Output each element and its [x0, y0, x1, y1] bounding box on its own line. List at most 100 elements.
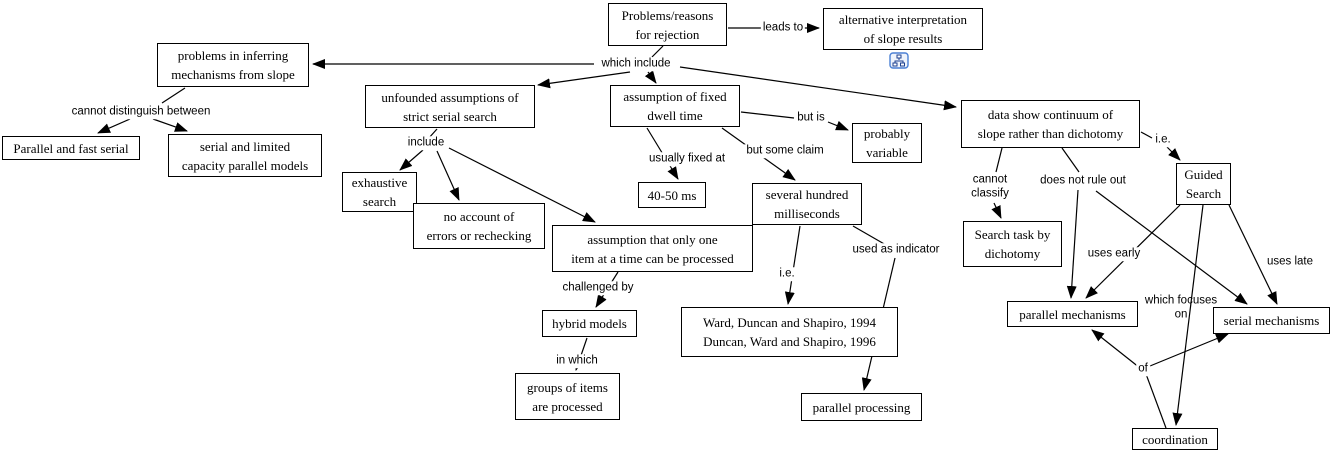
link-label-usually-fixed-at[interactable]: usually fixed at — [646, 152, 728, 166]
link-label-cannot-classify-text: cannot — [972, 173, 1008, 186]
node-forty-fifty-ms-text: 40-50 ms — [647, 187, 697, 203]
link-label-of[interactable]: of — [1136, 362, 1150, 376]
node-hybrid-models-text: hybrid models — [552, 316, 627, 331]
edge-line — [1140, 131, 1153, 139]
edge-line — [436, 150, 460, 201]
node-parallel-mechanisms[interactable]: parallel mechanisms — [1007, 301, 1138, 327]
node-search-task-by-dichotomy-text: Search task by — [974, 227, 1051, 242]
node-serial-mechanisms-text: serial mechanisms — [1223, 313, 1320, 328]
edge-line — [1145, 373, 1167, 429]
node-groups-of-items-text: are processed — [532, 398, 603, 414]
edge-line — [1166, 146, 1181, 161]
link-label-leads-to-text: leads to — [762, 21, 804, 34]
link-label-cannot-distinguish-text: cannot distinguish between — [71, 105, 211, 118]
link-label-include[interactable]: include — [405, 136, 447, 150]
link-label-cannot-distinguish[interactable]: cannot distinguish between — [69, 105, 213, 119]
node-parallel-processing[interactable]: parallel processing — [801, 393, 922, 421]
node-alternative-interpretation-text: of slope results — [863, 31, 943, 46]
edge-line — [740, 111, 795, 119]
linked-submap-icon[interactable] — [889, 52, 909, 69]
node-unfounded-assumptions-text: strict serial search — [403, 108, 497, 124]
edge-line — [399, 149, 424, 171]
edge-line — [448, 147, 596, 223]
node-no-account-of-errors-text: errors or rechecking — [426, 228, 532, 243]
node-several-hundred-ms[interactable]: several hundred milliseconds — [752, 183, 862, 225]
node-data-show-continuum-text: data show continuum of — [987, 107, 1114, 122]
link-label-uses-late[interactable]: uses late — [1264, 255, 1316, 269]
node-exhaustive-search-text: search — [362, 194, 397, 209]
link-label-uses-early-text: uses early — [1087, 247, 1141, 260]
link-label-ie-ward-text: i.e. — [779, 267, 795, 280]
node-assumption-fixed-dwell-text: dwell time — [647, 108, 703, 123]
edge-line — [827, 120, 849, 131]
link-label-which-include-text: which include — [601, 57, 671, 70]
node-problems-in-inferring-text: problems in inferring — [177, 48, 289, 63]
node-serial-and-limited-text: capacity parallel models — [181, 157, 309, 173]
node-ward-duncan-refs-text: Duncan, Ward and Shapiro, 1996 — [703, 334, 876, 349]
node-groups-of-items-text: groups of items — [527, 379, 608, 395]
node-problems-in-inferring-text: mechanisms from slope — [171, 67, 295, 82]
node-guided-search-text: Guided — [1184, 167, 1223, 182]
link-label-leads-to[interactable]: leads to — [760, 21, 806, 35]
node-data-show-continuum[interactable]: data show continuum of slope rather than … — [961, 100, 1140, 148]
link-label-but-is-text: but is — [797, 111, 825, 124]
node-parallel-processing-text: parallel processing — [812, 399, 911, 415]
edge-line — [97, 118, 131, 134]
link-label-uses-early[interactable]: uses early — [1085, 247, 1143, 261]
edge-line — [644, 70, 657, 84]
link-label-used-as-indicator[interactable]: used as indicator — [850, 243, 942, 257]
node-assumption-only-one-item-text: item at a time can be processed — [571, 250, 734, 266]
edge-line — [1172, 204, 1204, 426]
link-label-in-which[interactable]: in which — [554, 354, 600, 368]
link-label-ie-ward[interactable]: i.e. — [777, 267, 797, 281]
edge-line — [161, 87, 186, 104]
edge-line — [1091, 329, 1141, 369]
node-alternative-interpretation-text: alternative interpretation — [838, 12, 968, 27]
link-label-ie-guided[interactable]: i.e. — [1153, 133, 1173, 147]
link-label-but-is[interactable]: but is — [795, 111, 827, 125]
node-several-hundred-ms-text: several hundred — [765, 187, 849, 202]
link-label-challenged-by-text: challenged by — [562, 281, 634, 294]
edge-line — [852, 225, 887, 246]
node-hybrid-models[interactable]: hybrid models — [542, 310, 637, 337]
node-several-hundred-ms-text: milliseconds — [774, 206, 840, 221]
edge-line — [537, 71, 631, 89]
node-parallel-and-fast-serial[interactable]: Parallel and fast serial — [2, 136, 140, 160]
edge-line — [995, 147, 1003, 173]
node-data-show-continuum-text: slope rather than dichotomy — [977, 126, 1124, 141]
node-coordination-text: coordination — [1142, 431, 1208, 447]
node-problems-in-inferring[interactable]: problems in inferring mechanisms from slo… — [157, 43, 309, 87]
edge-line — [1095, 190, 1248, 305]
link-label-does-not-rule-out[interactable]: does not rule out — [1038, 174, 1128, 188]
node-serial-mechanisms[interactable]: serial mechanisms — [1213, 307, 1330, 334]
node-groups-of-items[interactable]: groups of items are processed — [515, 373, 620, 420]
node-alternative-interpretation[interactable]: alternative interpretation of slope resul… — [823, 8, 983, 50]
node-coordination[interactable]: coordination — [1132, 428, 1218, 450]
link-label-used-as-indicator-text: used as indicator — [852, 243, 940, 256]
link-label-ie-guided-text: i.e. — [1155, 133, 1171, 146]
link-label-which-include[interactable]: which include — [599, 57, 673, 71]
node-probably-variable-text: variable — [866, 145, 908, 160]
link-label-but-some-claim[interactable]: but some claim — [744, 144, 826, 158]
link-label-uses-late-text: uses late — [1266, 255, 1314, 268]
node-parallel-mechanisms-text: parallel mechanisms — [1019, 306, 1126, 322]
edge-line — [1061, 147, 1080, 173]
link-label-challenged-by[interactable]: challenged by — [560, 281, 636, 295]
node-forty-fifty-ms[interactable]: 40-50 ms — [638, 182, 706, 208]
link-label-in-which-text: in which — [556, 354, 598, 367]
